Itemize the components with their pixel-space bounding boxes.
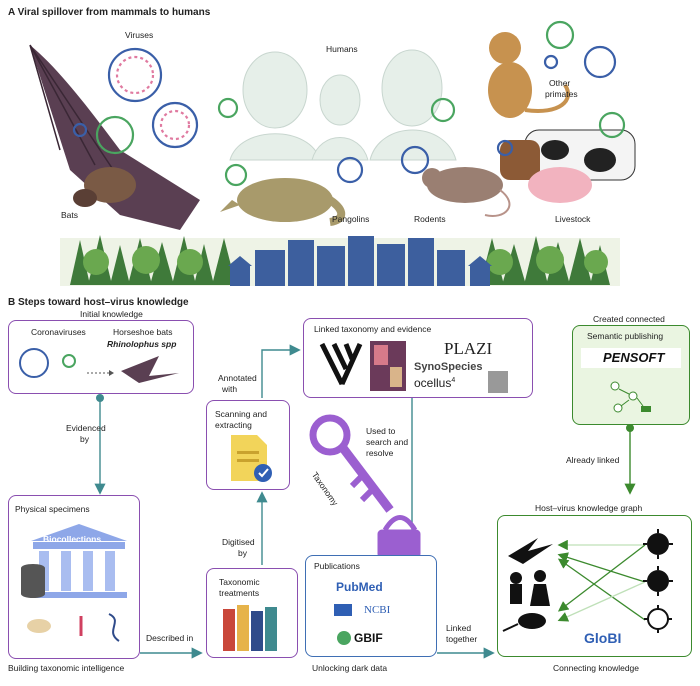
graph-icons xyxy=(502,529,673,633)
treatments-line2: treatments xyxy=(219,588,260,598)
stack-icon xyxy=(488,371,508,393)
building-intelligence-caption: Building taxonomic intelligence xyxy=(8,663,125,673)
knowledge-graph-title: Host–virus knowledge graph xyxy=(535,503,643,513)
semantic-nodes xyxy=(610,381,651,413)
pubmed-logo: PubMed xyxy=(336,580,383,594)
taxonomy-tree-logo xyxy=(319,342,363,386)
virus-node-1 xyxy=(647,533,669,555)
publication-icons xyxy=(334,604,352,645)
scanning-box: Scanning and extracting xyxy=(206,400,290,490)
used-to-1: Used to xyxy=(366,426,396,436)
label-pangolins: Pangolins xyxy=(332,214,370,224)
ocellus-logo: ocellus4 xyxy=(414,376,455,390)
biocollections-label: Biocollections xyxy=(43,534,102,544)
semantic-publishing-title: Semantic publishing xyxy=(587,331,664,341)
person-icon-2 xyxy=(530,584,550,606)
panel-a-title: A Viral spillover from mammals to humans xyxy=(8,7,211,18)
horseshoe-bats-label: Horseshoe bats xyxy=(113,327,173,337)
taxonomic-treatments-box: Taxonomic treatments xyxy=(206,568,298,658)
used-to-3: resolve xyxy=(366,448,394,458)
ocellus-version: 4 xyxy=(451,377,456,384)
treatments-line1: Taxonomic xyxy=(219,577,260,587)
knowledge-graph-box: GloBI xyxy=(497,515,692,657)
initial-knowledge-title: Initial knowledge xyxy=(80,309,143,319)
ocellus-name: ocellus xyxy=(414,376,452,390)
check-icon xyxy=(254,464,272,482)
books-icon xyxy=(223,605,277,651)
evidenced-by-2: by xyxy=(80,434,89,444)
publications-box: Publications PubMed NCBI GBIF xyxy=(305,555,437,657)
initial-icons xyxy=(19,348,179,383)
bat-silhouette-icon xyxy=(508,538,553,564)
publications-title: Publications xyxy=(314,561,360,571)
livestock-illustration xyxy=(500,129,636,203)
physical-specimens-title: Physical specimens xyxy=(15,504,90,514)
taxonomy-key-icon xyxy=(309,414,421,559)
panel-b-title: B Steps toward host–virus knowledge xyxy=(8,297,189,308)
pensoft-text: PENSOFT xyxy=(603,350,665,365)
panel-a-illustration xyxy=(29,20,636,286)
rodent-silhouette-icon xyxy=(518,613,546,629)
linked-logos xyxy=(319,341,508,393)
ncbi-icon xyxy=(334,604,352,616)
linked-together-2: together xyxy=(446,634,478,644)
physical-specimens-box: Physical specimens Biocollections xyxy=(8,495,140,659)
label-viruses: Viruses xyxy=(125,30,154,40)
digitised-by-1: Digitised xyxy=(222,537,255,547)
horseshoe-bat-icon xyxy=(121,356,179,383)
rhinolophus-label: Rhinolophus spp xyxy=(107,339,177,349)
label-rodents: Rodents xyxy=(414,214,446,224)
gbif-logo: GBIF xyxy=(354,631,383,645)
linked-together-1: Linked xyxy=(446,623,472,633)
virus-node-3 xyxy=(647,608,669,630)
described-in-label: Described in xyxy=(146,633,194,643)
digitised-by-2: by xyxy=(238,548,247,558)
annotated-with-2: with xyxy=(222,384,238,394)
created-connected-label: Created connected xyxy=(593,314,665,324)
label-livestock: Livestock xyxy=(555,214,591,224)
evidenced-by-1: Evidenced xyxy=(66,423,106,433)
synospecies-logo: SynoSpecies xyxy=(414,361,483,373)
biocollections-icon xyxy=(21,524,127,642)
annotated-with-1: Annotated xyxy=(218,373,257,383)
forest-city-strip xyxy=(60,235,620,286)
virus-node-2 xyxy=(647,570,669,592)
pangolin-illustration xyxy=(220,178,346,226)
label-humans: Humans xyxy=(326,44,358,54)
scanning-line1: Scanning and xyxy=(215,409,267,419)
already-linked-label: Already linked xyxy=(566,455,620,465)
coronaviruses-label: Coronaviruses xyxy=(31,327,86,337)
unlocking-caption: Unlocking dark data xyxy=(312,663,388,673)
document-icon xyxy=(231,435,272,482)
used-to-2: search and xyxy=(366,437,409,447)
gbif-leaf-icon xyxy=(337,631,351,645)
semantic-publishing-box: Semantic publishing PENSOFT xyxy=(572,325,690,425)
rodent-illustration xyxy=(422,167,511,217)
globi-logo: GloBI xyxy=(584,630,622,646)
linked-taxonomy-box: Linked taxonomy and evidence PLAZI SynoS… xyxy=(303,318,533,398)
bat-illustration xyxy=(29,44,200,230)
small-virus-icon xyxy=(62,354,76,368)
linked-taxonomy-title: Linked taxonomy and evidence xyxy=(314,324,432,334)
plazi-logo: PLAZI xyxy=(444,339,493,358)
virus-icons xyxy=(72,20,626,187)
label-other-primates-1: Other xyxy=(549,78,571,88)
person-icon xyxy=(510,584,522,604)
label-bats: Bats xyxy=(61,210,79,220)
ncbi-logo: NCBI xyxy=(364,604,391,616)
monkey-illustration xyxy=(488,32,571,118)
humans-illustration xyxy=(229,49,457,161)
scanning-line2: extracting xyxy=(215,420,252,430)
initial-knowledge-box: Coronaviruses Horseshoe bats Rhinolophus… xyxy=(8,320,194,394)
label-other-primates-2: primates xyxy=(545,89,578,99)
pensoft-logo: PENSOFT xyxy=(581,348,681,368)
connecting-knowledge-caption: Connecting knowledge xyxy=(553,663,640,673)
coronavirus-icon xyxy=(19,348,49,378)
